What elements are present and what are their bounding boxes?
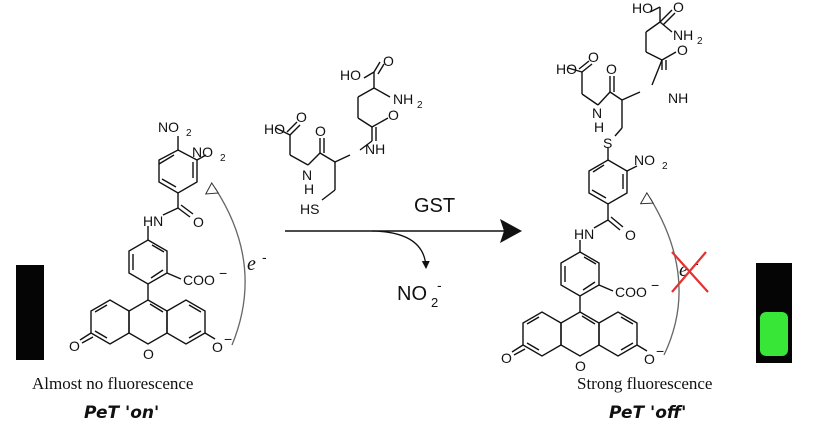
- carboxylate-label: COO: [615, 284, 647, 300]
- carboxylate-charge: −: [219, 265, 227, 281]
- amide-oxygen-label: O: [625, 227, 636, 243]
- blocked-transfer-cross: [671, 251, 709, 293]
- reaction-arrow-head: [500, 219, 522, 231]
- product-amine-subscript: 2: [697, 36, 703, 47]
- left-electron-charge: -: [262, 249, 267, 265]
- nitro-subscript: 2: [662, 161, 668, 172]
- left-caption: Almost no fluorescence: [32, 374, 193, 393]
- byproduct-arrow: [371, 230, 430, 269]
- nitro-group-label: NO: [158, 119, 179, 135]
- glutathione-atoms: HO O NH 2 O NH O N H HO O HS: [264, 53, 423, 217]
- glutathione-molecule: [275, 61, 391, 201]
- gsh-hydroxyl-label: HO: [340, 67, 361, 83]
- right-product-molecule: [511, 6, 677, 357]
- nitro-group-label: NO: [192, 144, 213, 160]
- nitro-subscript: 2: [220, 153, 226, 164]
- product-oxygen-label: O: [673, 0, 684, 15]
- product-nh-label: NH: [668, 90, 688, 106]
- left-probe-molecule: [79, 136, 216, 345]
- gsh-nh-label: NH: [365, 141, 385, 157]
- gsh-hydroxyl-label: HO: [264, 121, 285, 137]
- phenolate-charge: −: [656, 343, 664, 359]
- gsh-h-label: H: [304, 181, 314, 197]
- ketone-oxygen-label: O: [69, 338, 80, 354]
- right-product-atoms: HO O NH 2 O NH O N H HO O S NO 2 HN O CO…: [501, 0, 703, 374]
- product-n-label: N: [592, 105, 602, 121]
- enzyme-label: GST: [414, 195, 455, 217]
- gsh-thiol-label: HS: [300, 201, 319, 217]
- left-probe-atoms: NO 2 NO 2 HN O COO − O O O −: [69, 119, 232, 362]
- amide-nh-label: HN: [143, 213, 163, 229]
- product-h-label: H: [594, 119, 604, 135]
- carboxylate-label: COO: [183, 272, 215, 288]
- nitro-subscript: 2: [186, 128, 192, 139]
- phenolate-oxygen-label: O: [212, 339, 223, 355]
- gsh-amine-subscript: 2: [417, 100, 423, 111]
- byproduct-subscript: 2: [431, 295, 438, 310]
- amide-nh-label: HN: [574, 226, 594, 242]
- nitro-group-label: NO: [634, 152, 655, 168]
- byproduct-label: NO: [397, 283, 427, 305]
- left-vial: [16, 265, 44, 360]
- phenolate-charge: −: [224, 331, 232, 347]
- product-oxygen-label: O: [606, 61, 617, 77]
- right-electron-label: e: [679, 259, 688, 281]
- amide-oxygen-label: O: [193, 214, 204, 230]
- xanthene-oxygen-label: O: [575, 358, 586, 374]
- ketone-oxygen-label: O: [501, 350, 512, 366]
- product-amine-label: NH: [673, 27, 693, 43]
- left-electron-transfer-arrow: [215, 188, 246, 346]
- left-electron-label: e: [247, 253, 256, 275]
- gsh-amine-label: NH: [393, 91, 413, 107]
- xanthene-oxygen-label: O: [143, 346, 154, 362]
- byproduct-charge: -: [437, 277, 442, 293]
- gsh-oxygen-label: O: [383, 53, 394, 69]
- gsh-oxygen-label: O: [388, 107, 399, 123]
- gsh-n-label: N: [302, 167, 312, 183]
- right-vial-fluorescence: [760, 312, 788, 356]
- gsh-oxygen-label: O: [296, 109, 307, 125]
- carboxylate-charge: −: [651, 277, 659, 293]
- thioether-sulfur-label: S: [603, 135, 612, 151]
- left-pet-state: PeT 'on': [84, 403, 159, 423]
- phenolate-oxygen-label: O: [644, 351, 655, 367]
- gsh-oxygen-label: O: [315, 123, 326, 139]
- right-caption: Strong fluorescence: [577, 374, 712, 393]
- right-electron-transfer-arrow: [650, 198, 680, 356]
- product-oxygen-label: O: [588, 49, 599, 65]
- product-hydroxyl-label: HO: [556, 61, 577, 77]
- reaction-arrow-head: [500, 231, 522, 243]
- product-oxygen-label: O: [677, 42, 688, 58]
- right-pet-state: PeT 'off': [609, 403, 686, 423]
- product-hydroxyl-label: HO: [632, 0, 653, 16]
